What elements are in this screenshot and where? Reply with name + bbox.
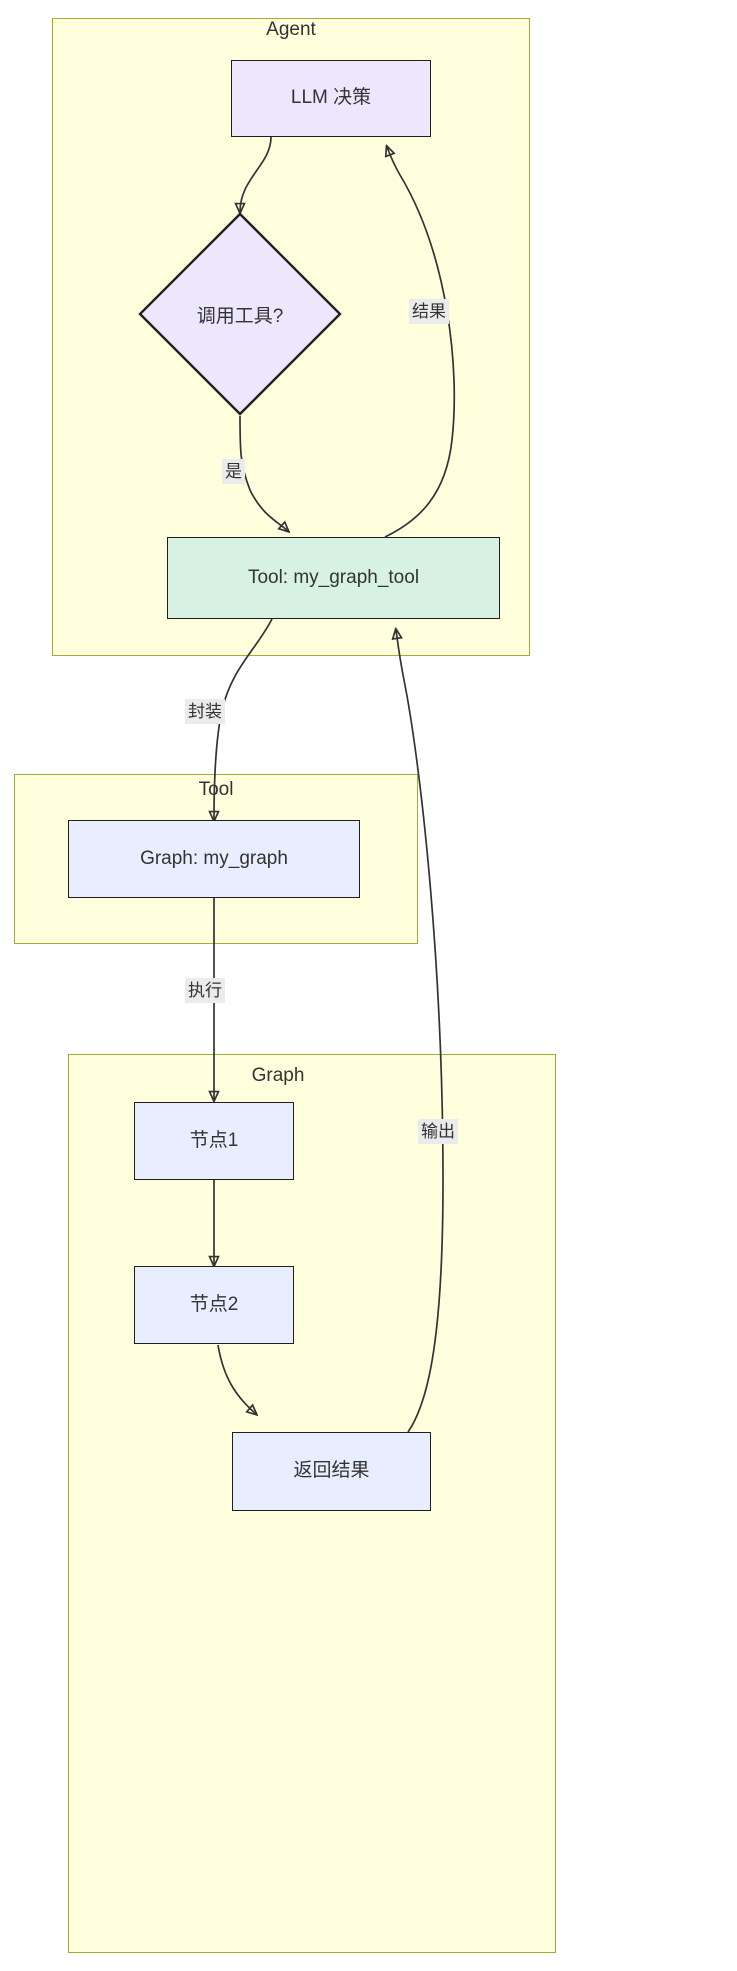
node-node1[interactable]: 节点1: [134, 1102, 294, 1180]
node-node2-label: 节点2: [189, 1293, 239, 1315]
node-graph-my-graph-label: Graph: my_graph: [140, 847, 288, 869]
node-llm-decision-label: LLM 决策: [290, 87, 372, 109]
node-return-result[interactable]: 返回结果: [232, 1432, 431, 1511]
node-llm-decision[interactable]: LLM 决策: [231, 60, 431, 137]
subgraph-graph-title: Graph: [251, 1065, 305, 1086]
edge-label-execute: 执行: [185, 978, 225, 1004]
edge-label-yes: 是: [222, 459, 245, 485]
subgraph-agent-title: Agent: [266, 19, 316, 40]
diamond-shape: [138, 212, 342, 416]
node-return-result-label: 返回结果: [293, 1460, 370, 1482]
node-graph-my-graph[interactable]: Graph: my_graph: [68, 820, 360, 898]
edge-label-result: 结果: [409, 299, 449, 325]
subgraph-tool-title: Tool: [198, 779, 234, 800]
node-call-tool-label: 调用工具?: [196, 305, 284, 327]
node-node2[interactable]: 节点2: [134, 1266, 294, 1344]
node-node1-label: 节点1: [189, 1129, 239, 1151]
node-call-tool-decision[interactable]: 调用工具?: [138, 212, 342, 416]
edge-label-output: 输出: [418, 1119, 458, 1145]
node-tool-my-graph-tool-label: Tool: my_graph_tool: [247, 566, 420, 588]
edge-label-wrap: 封装: [185, 699, 225, 725]
node-tool-my-graph-tool[interactable]: Tool: my_graph_tool: [167, 537, 500, 619]
